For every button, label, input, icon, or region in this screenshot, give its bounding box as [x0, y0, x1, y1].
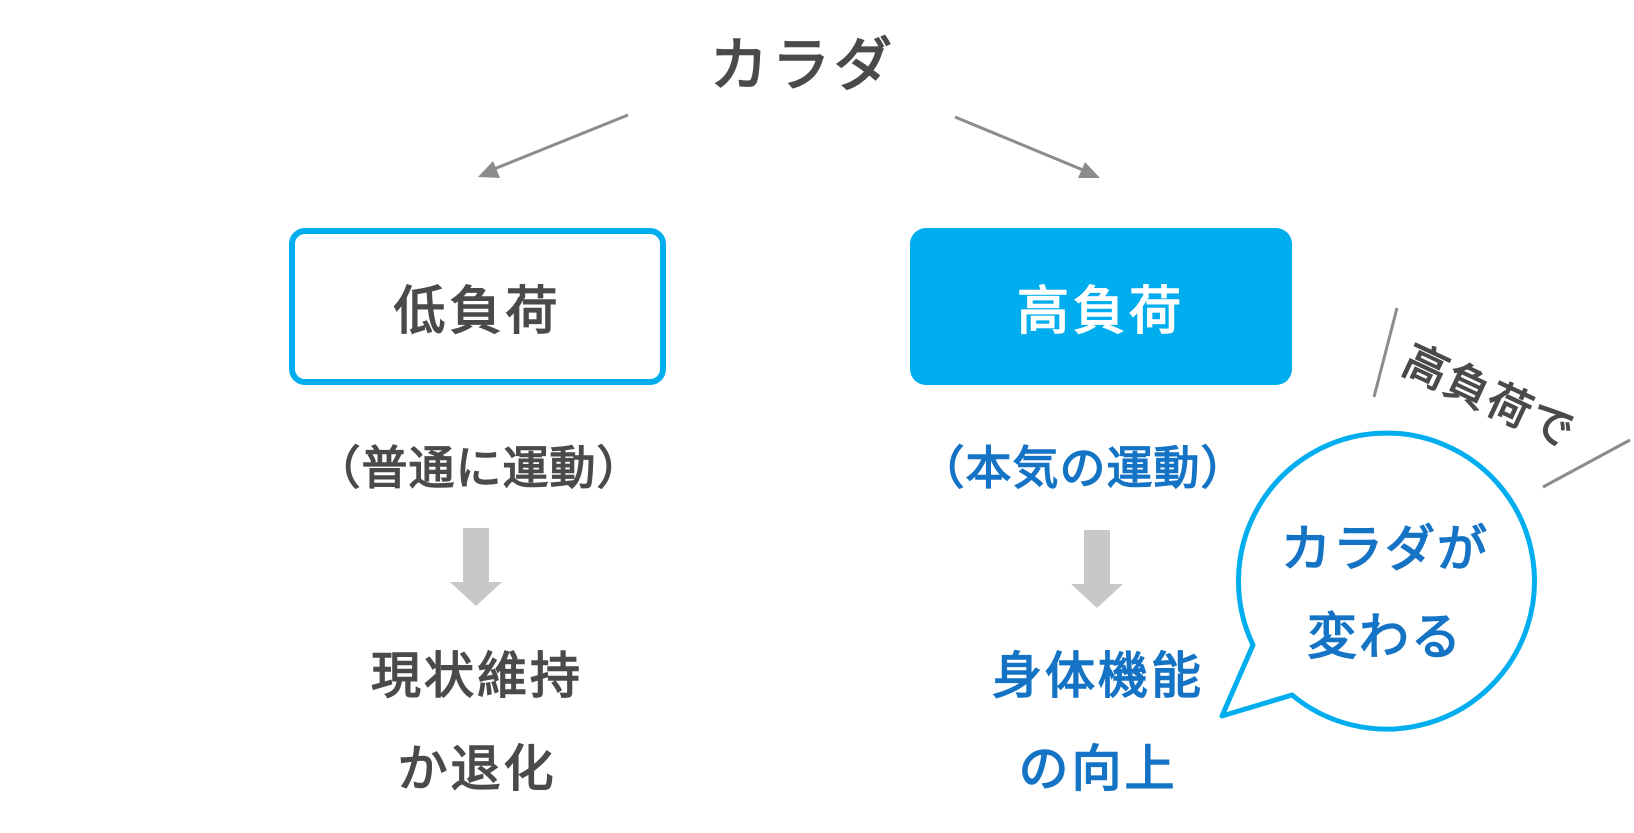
low-load-result-line1: 現状維持 [371, 648, 583, 704]
low-load-box: 低負荷 [289, 228, 666, 385]
down-arrow-right-icon [1071, 530, 1123, 608]
bubble-text-line2: 変わる [1307, 609, 1463, 665]
diagram-title: カラダ [709, 33, 897, 98]
high-load-box: 高負荷 [910, 228, 1292, 385]
high-load-box-label: 高負荷 [1016, 283, 1185, 341]
bubble-text-line1: カラダが [1281, 521, 1489, 577]
emphasis-slash-left [1372, 307, 1399, 398]
high-load-result-line1: 身体機能 [992, 648, 1204, 704]
speech-bubble [1219, 430, 1537, 732]
high-load-subtitle: （本気の運動） [918, 442, 1248, 494]
branch-arrow-left-icon [478, 113, 629, 178]
high-load-result-line2: の向上 [1018, 741, 1178, 797]
down-arrow-left-icon [450, 528, 502, 606]
branch-arrow-right-icon [954, 115, 1100, 178]
low-load-subtitle: （普通に運動） [314, 442, 644, 494]
emphasis-slash-right [1542, 438, 1631, 489]
low-load-result-line2: か退化 [397, 741, 557, 797]
low-load-box-label: 低負荷 [393, 283, 562, 341]
